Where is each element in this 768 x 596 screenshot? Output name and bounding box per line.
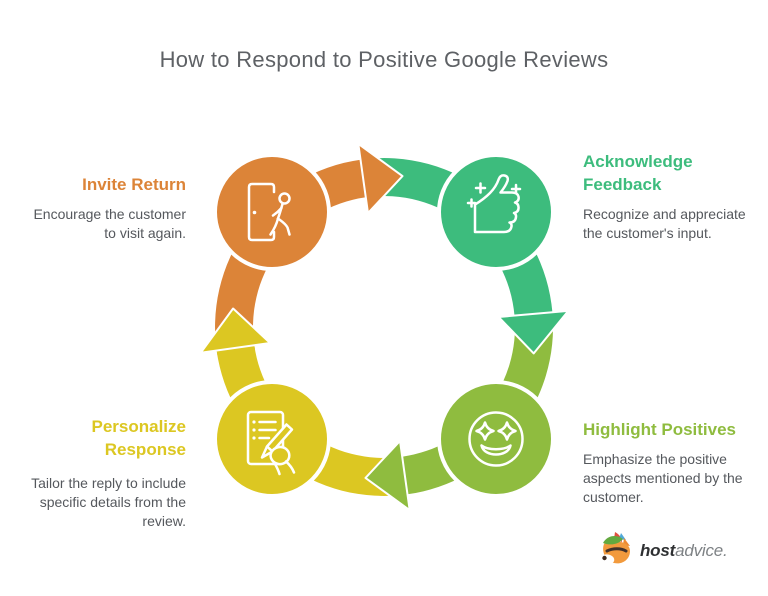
arrow-right-icon xyxy=(357,142,404,215)
circle-invite-return xyxy=(213,153,331,271)
fox-mascot-icon xyxy=(602,532,630,564)
step-acknowledge-feedback: Acknowledge Feedback Recognize and appre… xyxy=(583,150,755,243)
circle-acknowledge-feedback xyxy=(437,153,555,271)
document-pen-icon xyxy=(246,410,296,476)
page-title: How to Respond to Positive Google Review… xyxy=(159,47,609,72)
step-personalize-response: Personalize Response Tailor the reply to… xyxy=(8,415,186,531)
arrow-down-icon xyxy=(497,309,570,355)
step-description: Tailor the reply to include specific det… xyxy=(31,475,186,529)
thumbs-up-sparkles-icon xyxy=(466,174,522,234)
cycle-arc-green xyxy=(360,158,553,316)
step-title: Personalize Response xyxy=(91,417,187,459)
brand-advice: advice. xyxy=(675,541,728,560)
hostadvice-logo: hostadvice. xyxy=(599,531,728,571)
arrow-left-icon xyxy=(364,439,411,512)
step-description: Emphasize the positive aspects mentioned… xyxy=(583,451,743,505)
star-struck-smiley-icon xyxy=(468,411,524,467)
step-highlight-positives: Highlight Positives Emphasize the positi… xyxy=(583,418,755,507)
step-title: Invite Return xyxy=(82,175,186,194)
step-invite-return: Invite Return Encourage the customer to … xyxy=(26,173,186,243)
door-exit-icon xyxy=(247,182,291,242)
brand-host: host xyxy=(640,541,676,560)
arrow-up-icon xyxy=(199,307,272,354)
brand-wordmark: hostadvice. xyxy=(640,541,728,561)
step-title: Highlight Positives xyxy=(583,420,737,439)
step-description: Encourage the customer to visit again. xyxy=(33,206,186,241)
step-description: Recognize and appreciate the customer's … xyxy=(583,206,746,241)
cycle-arc-orange xyxy=(215,159,366,357)
step-title: Acknowledge Feedback xyxy=(583,152,693,194)
circle-highlight-positives xyxy=(437,380,555,498)
